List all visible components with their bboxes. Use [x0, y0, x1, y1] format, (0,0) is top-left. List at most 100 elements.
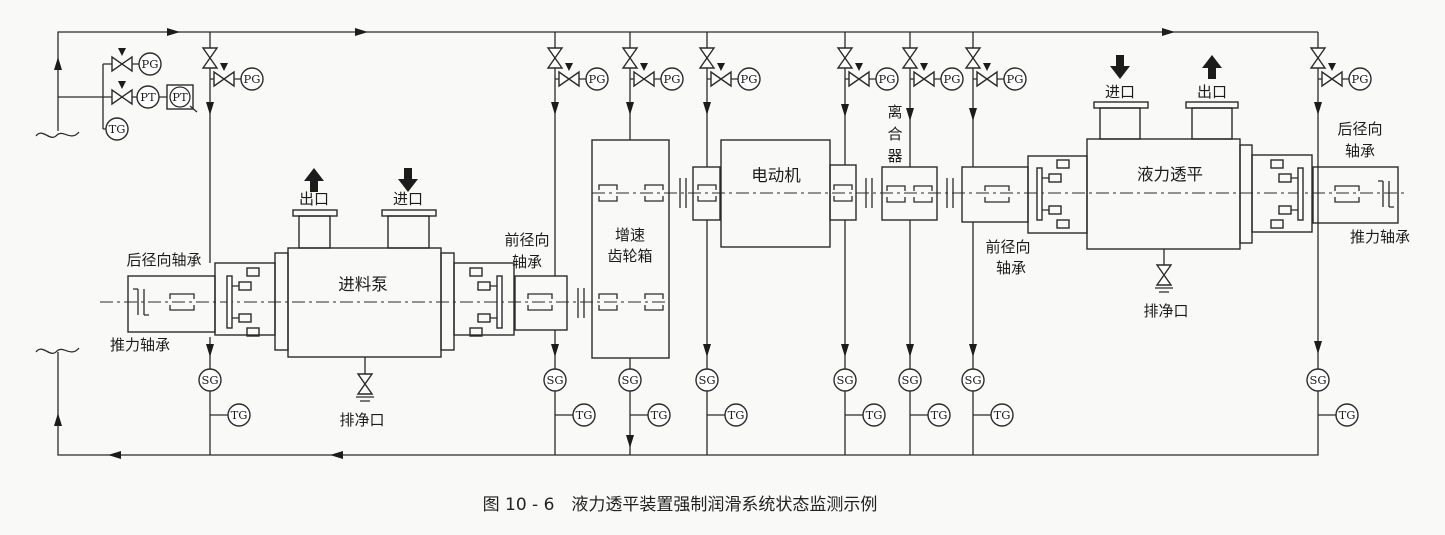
flow-arrow-down-icon	[906, 344, 914, 357]
temperature-gauge-label: TG	[866, 408, 883, 422]
feed-pump-label: 进料泵	[338, 275, 388, 294]
gauge-valve-icon	[710, 62, 732, 87]
pressure-gauge-label: PG	[944, 72, 961, 86]
pump-front-bearing-housing	[453, 262, 515, 336]
flow-arrow-down-icon	[906, 108, 914, 121]
gauge-valve-icon	[633, 62, 655, 87]
temperature-gauge-label: TG	[728, 408, 745, 422]
turbine-outlet-nozzle	[1191, 107, 1233, 140]
front-radial-bearing-box	[514, 275, 568, 331]
lube-supply-header	[35, 28, 1318, 138]
motor-rear-pedestal	[829, 164, 857, 221]
sight-glass-label: SG	[836, 373, 853, 387]
gauge-valve-icon	[111, 47, 133, 72]
drain-outlet-icon	[1154, 287, 1174, 293]
flow-arrow-down-icon	[703, 344, 711, 357]
rear-radial-bearing-label: 后径向轴承	[126, 251, 201, 269]
clutch-label-char1: 离	[887, 103, 902, 121]
flow-arrow-down-icon	[703, 102, 711, 115]
rear-radial-bearing-label-line1: 后径向	[1337, 120, 1382, 138]
turbine-flange-step	[1239, 144, 1253, 244]
flow-arrow-down-icon	[626, 435, 634, 448]
turbine-front-bearing-box	[961, 166, 1029, 223]
pressure-transmitter-dial	[169, 86, 191, 108]
outlet-flow-arrow-icon	[304, 168, 324, 192]
turbine-drain-label: 排净口	[1143, 302, 1188, 320]
pipe-break-icon	[35, 131, 80, 138]
temperature-gauge-label: TG	[1339, 408, 1356, 422]
supply-header-pipe	[57, 31, 1318, 131]
supply-drop-column-1: PG SG TG	[198, 32, 264, 455]
inlet-flow-arrow-icon	[1110, 55, 1130, 79]
journal-bearing-icon	[984, 185, 1010, 203]
temperature-gauge-label: TG	[231, 408, 248, 422]
flow-arrow-down-icon	[1314, 341, 1322, 354]
journal-bearing-icon	[1334, 185, 1360, 203]
cluster-piping	[58, 63, 167, 130]
front-radial-bearing-label-line2: 轴承	[512, 253, 542, 271]
turbine-inlet-nozzle	[1099, 107, 1141, 140]
vibration-probe-icon	[1270, 159, 1304, 229]
turbine-rear-shaft-end	[1312, 166, 1399, 224]
clutch-label-char3: 器	[887, 147, 902, 165]
gauge-valve-icon	[913, 62, 935, 87]
pump-outlet-flange	[292, 209, 338, 217]
pressure-gauge-label: PG	[1007, 72, 1024, 86]
flow-arrow-down-icon	[206, 344, 214, 357]
motor-label: 电动机	[751, 166, 801, 185]
isolation-valve-icon	[902, 47, 918, 69]
sight-glass-label: SG	[546, 373, 563, 387]
flow-arrow-down-icon	[969, 108, 977, 121]
isolation-valve-icon	[837, 47, 853, 69]
flow-arrow-down-icon	[1314, 102, 1322, 115]
gauge-valve-icon	[558, 62, 580, 87]
motor-front-pedestal	[692, 166, 721, 221]
pressure-gauge-label: PG	[589, 72, 606, 86]
gear-motor-train: 增速 齿轮箱 电动机 离 合 器 前径向 轴承	[591, 103, 1405, 359]
drain-valve-icon	[1156, 264, 1172, 286]
lube-return-header	[35, 32, 1319, 459]
return-header-pipe	[57, 32, 1319, 456]
thrust-bearing-label: 推力轴承	[110, 336, 170, 354]
gauge-valve-icon	[213, 62, 235, 87]
feed-pump-train: 进料泵 出口 进口 排净口 后径向轴承 推力轴承 前径向 轴承	[100, 168, 669, 429]
isolation-valve-icon	[202, 47, 218, 69]
front-radial-bearing-label-line1: 前径向	[504, 231, 549, 249]
temperature-gauge-label: TG	[994, 408, 1011, 422]
front-radial-bearing-label-line1: 前径向	[985, 238, 1030, 256]
sight-glass-label: SG	[964, 373, 981, 387]
drain-outlet-icon	[355, 396, 375, 402]
supply-drop-column-6: PG SG TG	[898, 32, 964, 455]
flow-arrow-down-icon	[206, 102, 214, 115]
supply-drop-column-7: PG SG TG	[961, 32, 1027, 455]
flow-arrow-down-icon	[969, 344, 977, 357]
turbine-train: 液力透平 进口 出口 排净口 后径向 轴承 推力轴承	[1027, 55, 1410, 320]
gauge-valve-icon	[1321, 62, 1343, 87]
turbine-outlet-flange	[1185, 101, 1239, 109]
flow-arrow-left-icon	[108, 451, 121, 459]
pump-outlet-label: 出口	[299, 190, 329, 208]
pump-inlet-label: 进口	[393, 190, 423, 208]
turbine-body	[1086, 138, 1241, 250]
clutch-body	[881, 166, 938, 221]
flow-arrow-down-icon	[626, 102, 634, 115]
turbine-label: 液力透平	[1137, 165, 1203, 184]
supply-drop-column-2: PG SG TG	[543, 32, 609, 455]
inlet-flow-arrow-icon	[398, 168, 418, 192]
pump-drain-label: 排净口	[339, 411, 384, 429]
turbine-rear-bearing-housing	[1251, 154, 1313, 233]
pressure-gauge-label: PG	[142, 57, 159, 71]
pump-rear-bearing-housing	[214, 262, 276, 336]
transmitter-lead-line	[189, 105, 198, 113]
temperature-gauge-label: TG	[576, 408, 593, 422]
flow-arrow-up-icon	[54, 413, 62, 426]
drain-valve-icon	[357, 373, 373, 395]
thrust-bearing-icon	[1377, 180, 1395, 208]
temperature-gauge-label: TG	[109, 122, 126, 136]
turbine-inlet-label: 进口	[1105, 83, 1135, 101]
sight-glass-label: SG	[1309, 373, 1326, 387]
turbine-outlet-label: 出口	[1197, 83, 1227, 101]
sight-glass-label: SG	[621, 373, 638, 387]
gauge-valve-icon	[976, 62, 998, 87]
